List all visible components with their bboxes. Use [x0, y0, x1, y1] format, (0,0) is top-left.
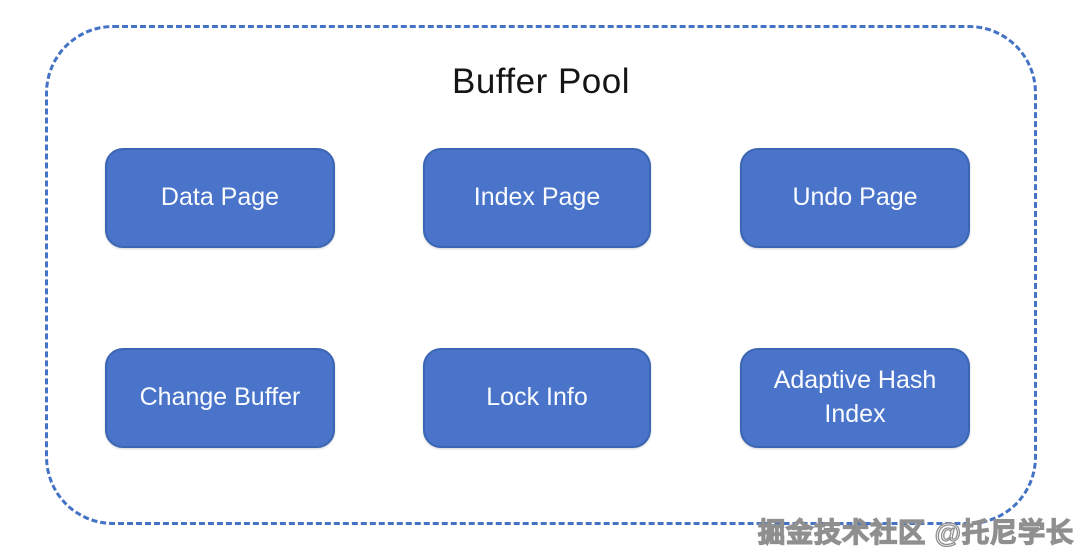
- node-lock-info: Lock Info: [423, 348, 651, 448]
- node-data-page: Data Page: [105, 148, 335, 248]
- node-change-buffer: Change Buffer: [105, 348, 335, 448]
- node-undo-page: Undo Page: [740, 148, 970, 248]
- diagram-title: Buffer Pool: [451, 62, 631, 101]
- watermark-text: 掘金技术社区 @托尼学长: [758, 517, 1074, 548]
- node-index-page: Index Page: [423, 148, 651, 248]
- buffer-pool-dashed-container: [45, 25, 1037, 525]
- node-adaptive-hash-index: Adaptive Hash Index: [740, 348, 970, 448]
